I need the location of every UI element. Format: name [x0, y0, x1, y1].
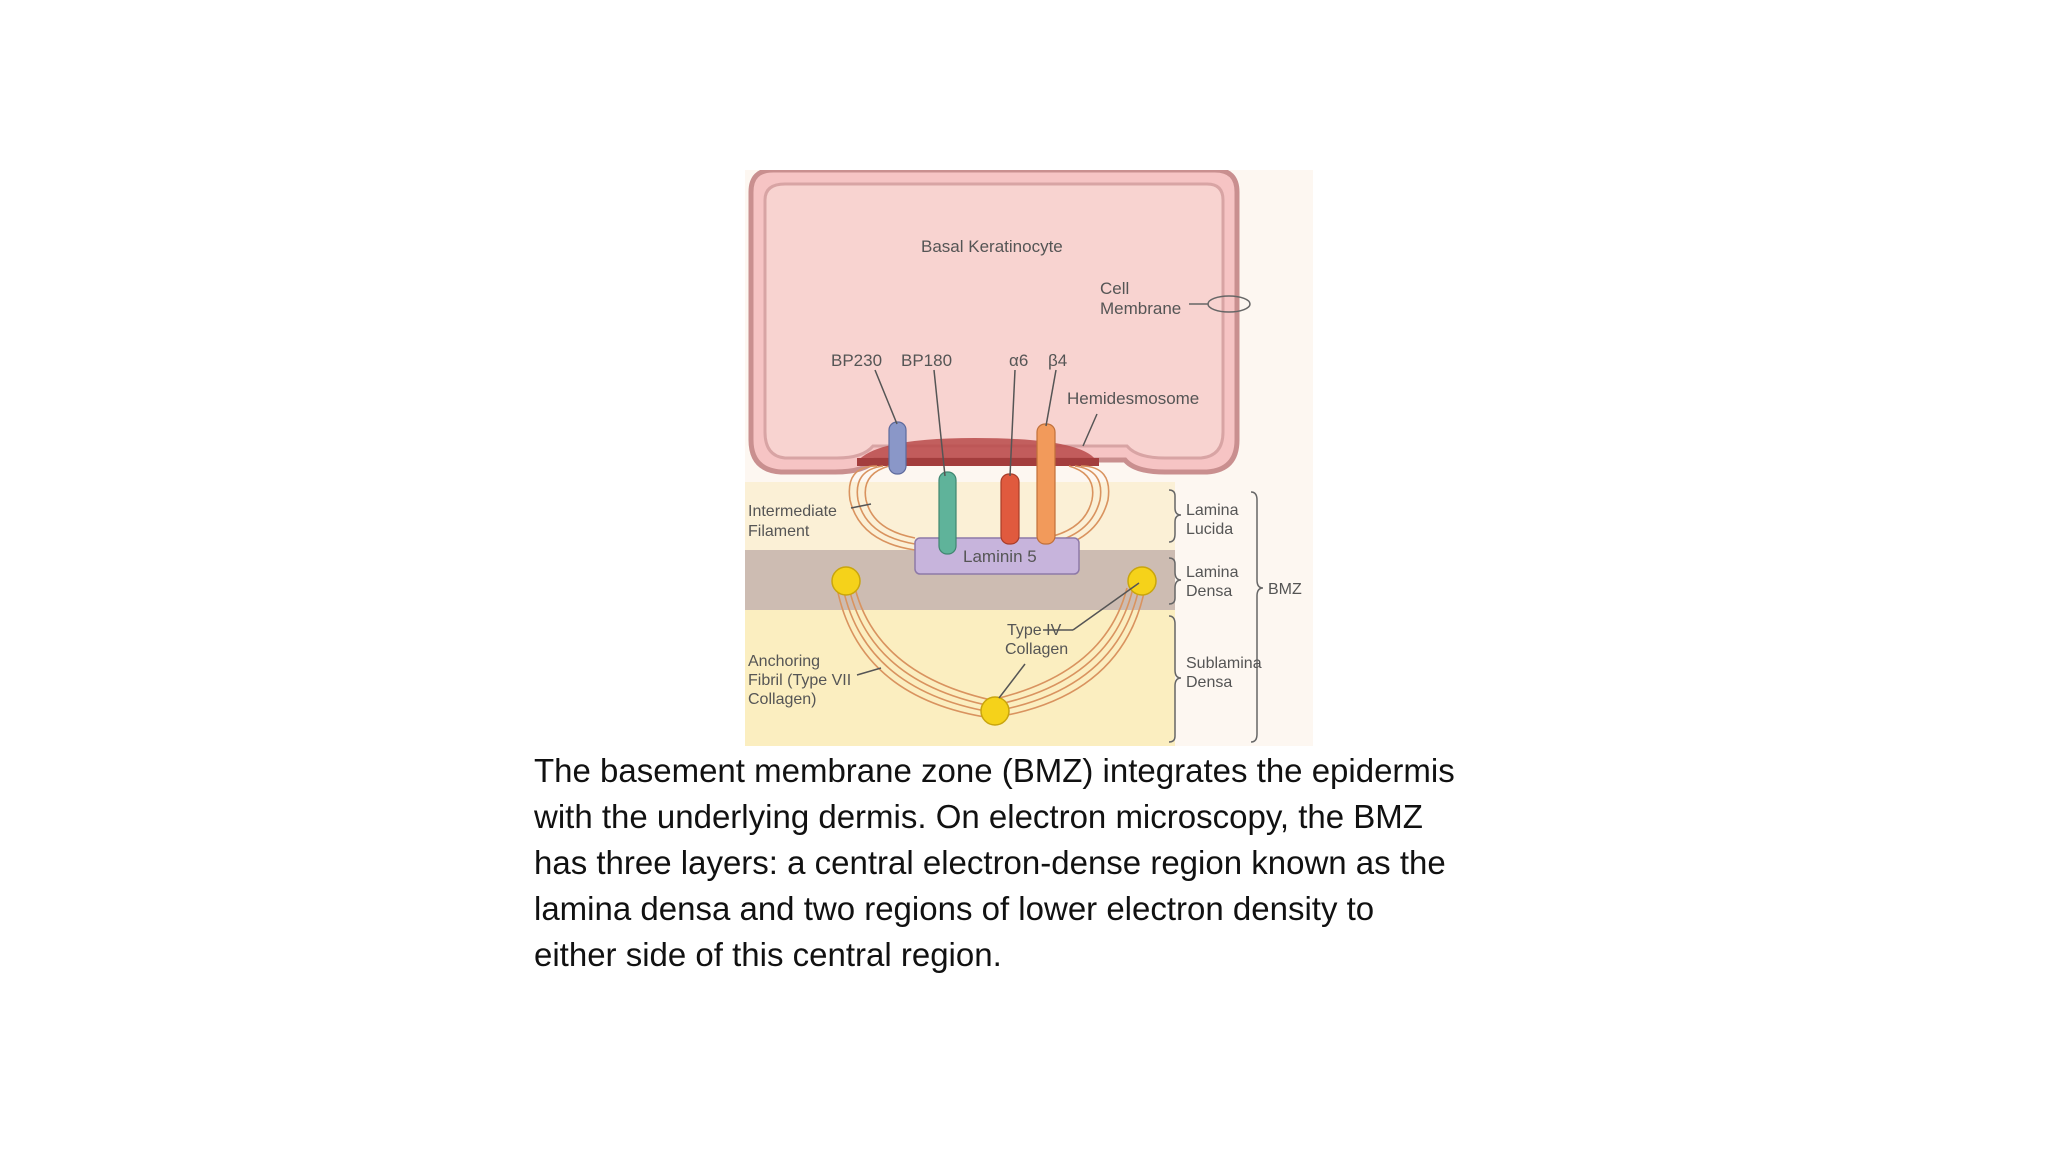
label-intermediate: Intermediate — [748, 503, 837, 520]
label-lamina-lucida-1: Lamina — [1186, 502, 1239, 519]
label-sublamina: Sublamina — [1186, 655, 1262, 672]
label-basal-keratinocyte: Basal Keratinocyte — [921, 237, 1063, 256]
label-collagen: Collagen — [1005, 641, 1068, 658]
leader-lines — [850, 369, 1140, 699]
hemidesmosome-base — [857, 458, 1099, 466]
label-fibril-type-vii: Fibril (Type VII — [748, 672, 851, 689]
label-bp180: BP180 — [901, 351, 952, 370]
sublamina-densa-layer — [745, 610, 1175, 746]
type-iv-collagen-dot-bottom — [980, 696, 1010, 726]
bp230-protein — [888, 421, 907, 475]
caption-line: with the underlying dermis. On electron … — [534, 798, 1423, 835]
label-bmz: BMZ — [1268, 581, 1302, 598]
label-lamina-densa-2: Densa — [1186, 583, 1232, 600]
label-hemidesmosome: Hemidesmosome — [1067, 389, 1199, 408]
label-lamina-lucida-2: Lucida — [1186, 521, 1233, 538]
label-bp230: BP230 — [831, 351, 882, 370]
caption-line: has three layers: a central electron-den… — [534, 844, 1446, 881]
label-anchoring: Anchoring — [748, 653, 820, 670]
caption-text: The basement membrane zone (BMZ) integra… — [534, 748, 1534, 978]
type-iv-collagen-dot-left — [831, 566, 861, 596]
label-lamina-densa-1: Lamina — [1186, 564, 1239, 581]
label-filament: Filament — [748, 523, 810, 540]
label-anchoring-collagen: Collagen) — [748, 691, 816, 708]
label-type-iv: Type IV — [1007, 622, 1062, 639]
caption-line: lamina densa and two regions of lower el… — [534, 890, 1375, 927]
bp180-protein — [938, 471, 957, 555]
cell-membrane-inner — [763, 182, 1225, 460]
label-laminin-5: Laminin 5 — [963, 547, 1037, 566]
type-iv-collagen-dot-right — [1127, 566, 1157, 596]
label-cell: Cell — [1100, 279, 1129, 298]
alpha6-protein — [1000, 473, 1020, 545]
beta4-protein — [1036, 423, 1056, 545]
label-alpha6: α6 — [1009, 351, 1028, 370]
caption-line: either side of this central region. — [534, 936, 1002, 973]
anchoring-fibrils — [836, 587, 1146, 719]
label-sublamina-densa: Densa — [1186, 674, 1232, 691]
label-membrane: Membrane — [1100, 299, 1181, 318]
caption-line: The basement membrane zone (BMZ) integra… — [534, 752, 1455, 789]
bmz-diagram: Basal Keratinocyte Cell Membrane BP230 B… — [745, 170, 1313, 746]
label-beta4: β4 — [1048, 351, 1067, 370]
layer-braces — [1168, 489, 1264, 743]
